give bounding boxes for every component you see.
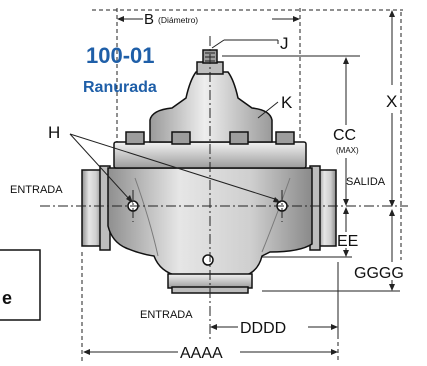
drain-hole — [202, 254, 214, 266]
label-h: H — [48, 123, 60, 142]
dimension-cc — [222, 55, 360, 206]
label-cc: CC — [333, 127, 356, 144]
dimension-gggg — [262, 209, 400, 292]
label-k: K — [281, 93, 293, 112]
cover-bolts — [125, 131, 295, 145]
label-b: B — [144, 11, 154, 28]
label-b-note: (Diámetro) — [158, 15, 198, 25]
label-cc-note: (MAX) — [336, 146, 359, 155]
label-aaaa: AAAA — [180, 345, 223, 362]
model-subtitle: Ranurada — [83, 79, 157, 96]
dimension-ee — [262, 207, 352, 258]
label-j: J — [280, 34, 289, 53]
label-x: X — [386, 92, 397, 111]
label-dddd: DDDD — [240, 320, 286, 337]
cropped-callout-box — [0, 249, 41, 321]
leader-lines — [69, 39, 281, 203]
label-gggg: GGGG — [354, 265, 404, 282]
model-number: 100-01 — [86, 43, 155, 68]
label-ee: EE — [337, 233, 358, 250]
label-salida: SALIDA — [346, 176, 386, 188]
dimension-x — [389, 10, 402, 260]
label-entrada-bottom: ENTRADA — [140, 309, 193, 321]
dimension-b — [92, 8, 403, 145]
label-entrada-left: ENTRADA — [10, 184, 63, 196]
center-lines — [40, 36, 408, 340]
dimension-aaaa — [81, 252, 339, 362]
cropped-box-text: e — [2, 288, 12, 308]
